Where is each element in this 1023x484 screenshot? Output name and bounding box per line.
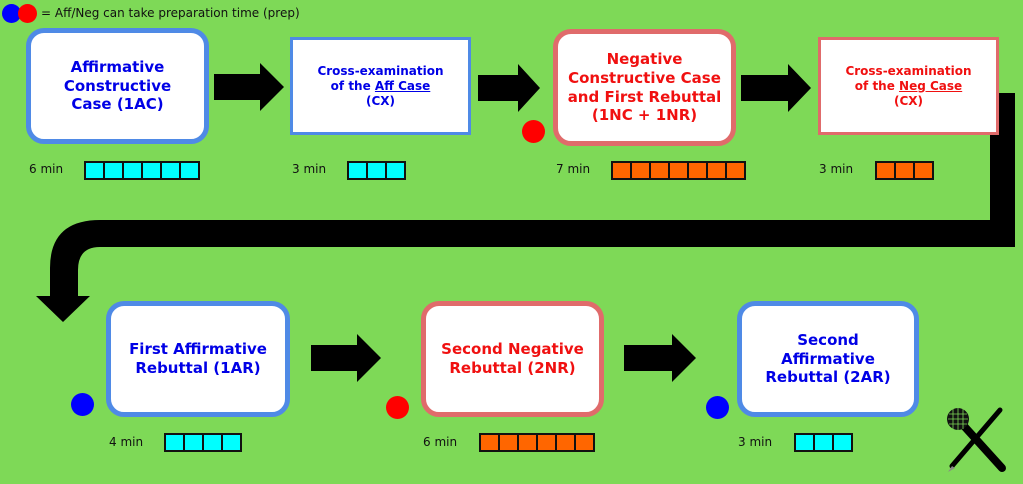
time-label: 3 min: [819, 162, 854, 176]
time-bar: [84, 161, 200, 180]
time-bar: [479, 433, 595, 452]
arrow-icon: [214, 63, 284, 111]
arrow-icon: [311, 334, 381, 382]
time-label: 6 min: [29, 162, 64, 176]
time-segment: [124, 163, 141, 178]
neg-prep-dot-icon: [386, 396, 409, 419]
time-segment: [481, 435, 498, 450]
arrow-icon: [741, 64, 811, 112]
speech-title-line: Rebuttal (2NR): [449, 359, 576, 377]
time-segment: [166, 435, 183, 450]
time-segment: [223, 435, 240, 450]
time-segment: [708, 163, 725, 178]
time-segment: [557, 435, 574, 450]
time-label: 6 min: [423, 435, 458, 449]
time-segment: [689, 163, 706, 178]
speech-title-line: Second: [797, 330, 859, 349]
speech-title-line: and First Rebuttal: [567, 87, 722, 106]
time-segment: [651, 163, 668, 178]
time-bar: [164, 433, 242, 452]
aff-prep-dot-icon: [71, 393, 94, 416]
time-label: 4 min: [109, 435, 144, 449]
arrow-icon: [478, 64, 540, 112]
time-segment: [834, 435, 851, 450]
time-label: 3 min: [738, 435, 773, 449]
neg-prep-dot-icon: [18, 3, 37, 23]
time-segment: [538, 435, 555, 450]
speech-title-line: Constructive Case: [568, 68, 721, 87]
time-segment: [387, 163, 404, 178]
time-segment: [896, 163, 913, 178]
time-bar: [794, 433, 853, 452]
time-segment: [185, 435, 202, 450]
time-segment: [349, 163, 366, 178]
neg-prep-dot-icon: [522, 120, 545, 143]
prep-legend: = Aff/Neg can take preparation time (pre…: [2, 2, 300, 24]
speech-title-line: (CX): [365, 93, 395, 108]
time-segment: [877, 163, 894, 178]
speech-title-text: of the: [330, 78, 375, 93]
time-label: 3 min: [292, 162, 327, 176]
time-segment: [162, 163, 179, 178]
aff-prep-dot-icon: [706, 396, 729, 419]
time-segment: [368, 163, 385, 178]
speech-title-line: Cross-examination: [845, 63, 972, 78]
time-segment: [519, 435, 536, 450]
aff-prep-dot-icon: [2, 3, 21, 23]
speech-title-line: First Affirmative: [129, 340, 267, 359]
time-bar: [875, 161, 934, 180]
arrow-icon: [624, 334, 696, 382]
time-segment: [181, 163, 198, 178]
time-segment: [670, 163, 687, 178]
speech-title-line: Cross-examination: [317, 63, 444, 78]
speech-title-line: Constructive: [63, 76, 172, 95]
time-label: 7 min: [556, 162, 591, 176]
time-segment: [86, 163, 103, 178]
time-segment: [613, 163, 630, 178]
time-segment: [632, 163, 649, 178]
speech-title-text: of the: [854, 78, 900, 93]
speech-title-line: Affirmative: [781, 349, 875, 368]
time-segment: [500, 435, 517, 450]
speech-title-line: Rebuttal (2AR): [765, 368, 891, 387]
microphone-pen-icon: [947, 407, 1006, 472]
speech-title-line: (1NC + 1NR): [591, 106, 698, 125]
speech-title-line: Negative: [606, 50, 683, 68]
speech-title-underlined: Aff Case: [374, 78, 431, 93]
legend-text: = Aff/Neg can take preparation time (pre…: [41, 6, 300, 20]
speech-title-line: (CX): [893, 93, 923, 108]
time-segment: [143, 163, 160, 178]
time-segment: [576, 435, 593, 450]
time-segment: [796, 435, 813, 450]
speech-title-line: Second Negative: [441, 340, 584, 359]
time-segment: [105, 163, 122, 178]
time-segment: [815, 435, 832, 450]
speech-title-line: Affirmative: [70, 57, 165, 76]
time-bar: [347, 161, 406, 180]
time-segment: [727, 163, 744, 178]
speech-title-underlined: Neg Case: [899, 78, 963, 93]
time-segment: [915, 163, 932, 178]
time-bar: [611, 161, 746, 180]
speech-title-line: Case (1AC): [71, 95, 164, 114]
speech-title-line: Rebuttal (1AR): [135, 359, 261, 377]
time-segment: [204, 435, 221, 450]
